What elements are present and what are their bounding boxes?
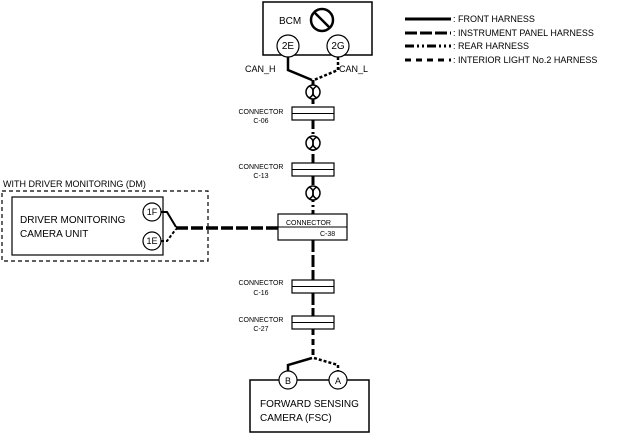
can-l-label: CAN_L xyxy=(339,64,368,74)
bcm-module: BCM 2E 2G xyxy=(262,1,373,58)
fsc-pin-a-wire xyxy=(313,356,340,371)
can-h-label: CAN_H xyxy=(245,64,276,74)
no-symbol-icon xyxy=(309,7,335,33)
connector-c38-id: C-38 xyxy=(320,231,335,238)
connector-c06-title: CONNECTOR xyxy=(239,109,284,116)
twisted-pair-icon xyxy=(305,135,321,151)
dm-pin-1e-label: 1E xyxy=(146,236,157,246)
dm-group-border xyxy=(1,190,209,262)
connector-c06: CONNECTOR C-06 xyxy=(239,106,335,125)
legend-front-label: : FRONT HARNESS xyxy=(453,14,535,24)
fsc-line1: FORWARD SENSING xyxy=(260,399,359,410)
fsc-pin-b-wire xyxy=(286,356,313,371)
fsc-module: B A FORWARD SENSING CAMERA (FSC) xyxy=(249,370,370,433)
dm-camera-unit-box xyxy=(11,196,164,256)
connector-c38-title: CONNECTOR xyxy=(286,220,331,227)
legend-instrument-panel-label: : INSTRUMENT PANEL HARNESS xyxy=(453,28,594,38)
bcm-label: BCM xyxy=(279,16,301,27)
dm-pin-1f-wire xyxy=(161,211,177,228)
connector-c16-title: CONNECTOR xyxy=(239,280,284,287)
fsc-line2: CAMERA (FSC) xyxy=(260,413,332,424)
connector-c16: CONNECTOR C-16 xyxy=(239,279,335,297)
dm-pin-1e-wire xyxy=(161,228,177,242)
bcm-can-l-wire xyxy=(313,57,340,82)
fsc-pin-a xyxy=(328,370,348,390)
twisted-pair-icon xyxy=(305,185,321,201)
connector-c13-title: CONNECTOR xyxy=(239,164,284,171)
connector-c27-title: CONNECTOR xyxy=(239,317,284,324)
fsc-pin-a-label: A xyxy=(335,376,341,386)
legend-interior-light-label: : INTERIOR LIGHT No.2 HARNESS xyxy=(453,55,597,65)
fsc-pin-b xyxy=(278,370,298,390)
dm-unit-line1: DRIVER MONITORING xyxy=(20,215,126,226)
connector-c13-id: C-13 xyxy=(253,173,268,180)
dm-group-title: WITH DRIVER MONITORING (DM) xyxy=(3,179,146,189)
dm-group: WITH DRIVER MONITORING (DM) DRIVER MONIT… xyxy=(1,179,209,262)
connector-c27-id: C-27 xyxy=(253,326,268,333)
dm-pin-1f-label: 1F xyxy=(147,207,158,217)
connector-c06-id: C-06 xyxy=(253,118,268,125)
connector-c38: CONNECTOR C-38 xyxy=(277,213,348,241)
twisted-pair-icon xyxy=(305,84,321,100)
bcm-pin-2g-label: 2G xyxy=(331,41,345,52)
connector-c27: CONNECTOR C-27 xyxy=(239,315,335,333)
connector-c16-id: C-16 xyxy=(253,290,268,297)
legend-rear-label: : REAR HARNESS xyxy=(453,41,529,51)
fsc-pin-b-label: B xyxy=(285,376,291,386)
bcm-can-h-wire xyxy=(286,57,313,82)
legend: : FRONT HARNESS : INSTRUMENT PANEL HARNE… xyxy=(405,14,597,65)
dm-unit-line2: CAMERA UNIT xyxy=(20,229,88,240)
bcm-pin-2e-label: 2E xyxy=(282,41,295,52)
fsc-box xyxy=(249,379,370,433)
connector-c13: CONNECTOR C-13 xyxy=(239,162,335,180)
